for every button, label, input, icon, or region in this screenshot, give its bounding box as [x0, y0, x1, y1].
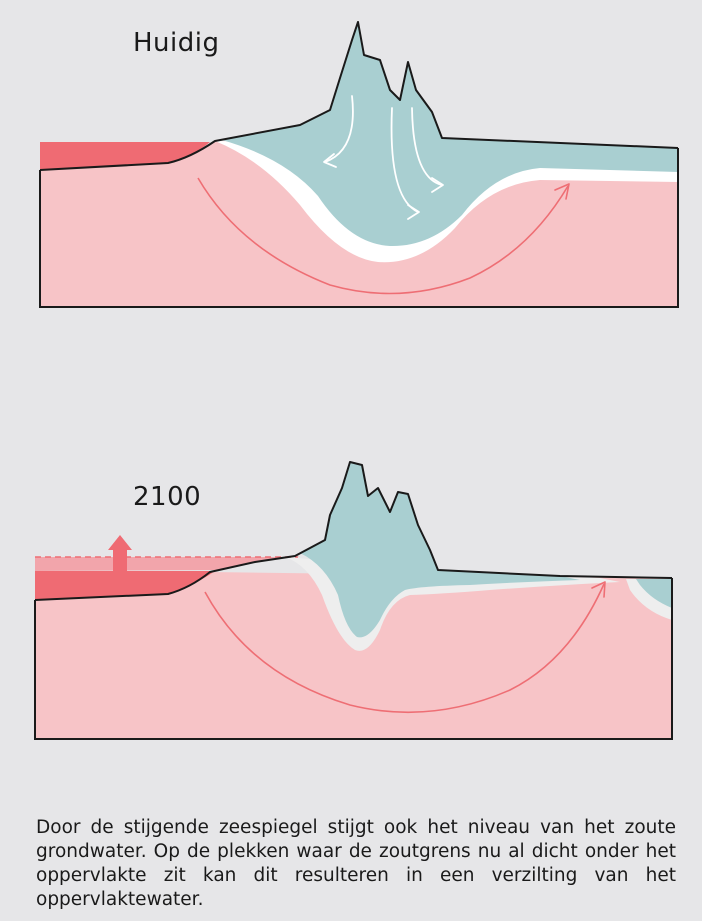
surface-outline: [34, 461, 673, 601]
future-situation-diagram: [34, 461, 673, 740]
current-situation-diagram: [39, 21, 679, 308]
panel-title-current: Huidig: [133, 28, 220, 58]
fresh-water-lens-right-core: [636, 579, 672, 608]
infiltration-arrows: [323, 95, 444, 220]
groundwater-flow-arrow: [197, 177, 569, 295]
infiltration-arrow-left-head: [323, 153, 337, 168]
infiltration-arrow-right-head: [431, 177, 444, 193]
sea-level-rise-arrow-head: [108, 535, 132, 550]
surface-outline: [39, 21, 679, 171]
fresh-water-lens: [222, 22, 678, 247]
flow-arrowhead: [591, 581, 606, 598]
caption-text: Door de stijgende zeespiegel stijgt ook …: [36, 817, 676, 910]
diagram-frame: [34, 578, 673, 740]
salt-groundwater: [35, 572, 672, 739]
flow-arrowhead: [554, 183, 570, 200]
fresh-water-lens: [300, 462, 580, 638]
panel-title-2100: 2100: [133, 482, 202, 512]
diagram-frame: [39, 148, 679, 308]
sea-level-rise-arrow: [108, 535, 132, 571]
infiltration-arrow-left: [324, 95, 354, 163]
sea-rise-zone: [35, 556, 300, 571]
groundwater-flow-arrow: [204, 583, 605, 714]
sea-level-rise-arrow-shaft: [113, 548, 127, 571]
infiltration-arrow-middle-head: [407, 204, 420, 220]
infiltration-arrow-right: [411, 107, 443, 186]
